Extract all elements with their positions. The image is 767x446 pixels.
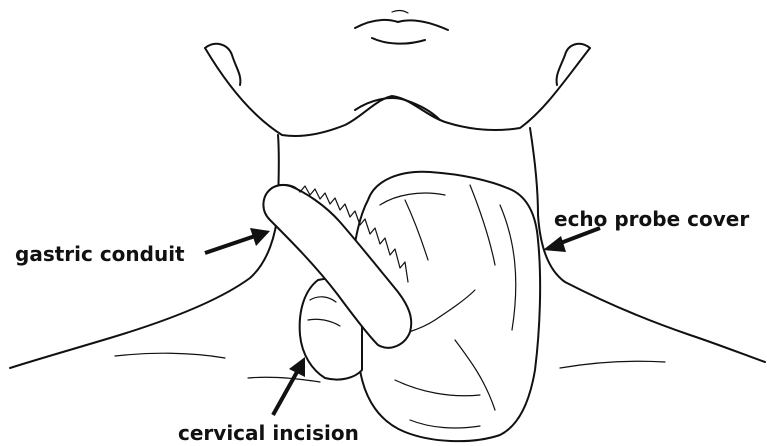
jaw-outline [205,11,590,137]
label-cervical-incision: cervical incision [178,421,359,445]
arrow-cervical-incision [273,357,305,415]
arrow-gastric-conduit [205,228,270,253]
label-gastric-conduit: gastric conduit [15,242,185,266]
arrow-echo-probe-cover [543,228,600,252]
label-echo-probe-cover: echo probe cover [554,207,749,231]
